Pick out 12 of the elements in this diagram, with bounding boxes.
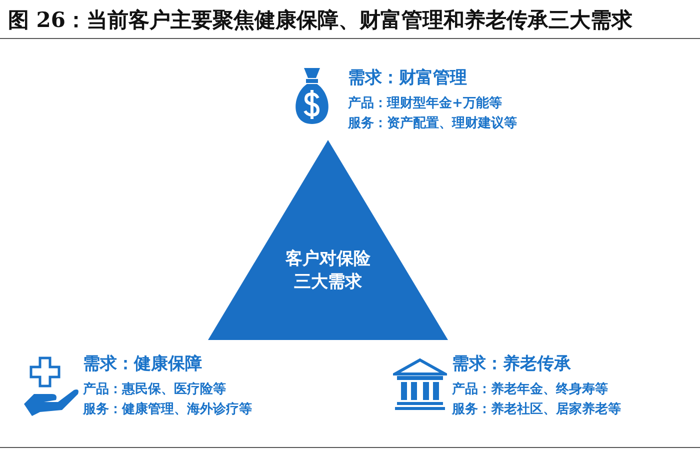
detail-text: 产品：理财型年金+万能等 — [348, 94, 503, 113]
figure-title: 图 26：当前客户主要聚焦健康保障、财富管理和养老传承三大需求 — [8, 6, 633, 34]
detail-text: 产品：养老年金、终身寿等 — [452, 380, 609, 399]
detail-text: 服务：养老社区、居家养老等 — [452, 400, 621, 419]
detail-text: 产品：惠民保、医疗险等 — [83, 380, 227, 399]
need-heading: 需求：养老传承 — [452, 353, 572, 375]
detail-text: 服务：资产配置、理财建议等 — [348, 114, 517, 133]
triangle-shape — [208, 140, 448, 340]
detail-text: 服务：健康管理、海外诊疗等 — [83, 400, 252, 419]
need-heading: 需求：财富管理 — [348, 67, 468, 89]
need-heading: 需求：健康保障 — [83, 353, 203, 375]
center-label: 客户对保险三大需求 — [284, 248, 372, 294]
